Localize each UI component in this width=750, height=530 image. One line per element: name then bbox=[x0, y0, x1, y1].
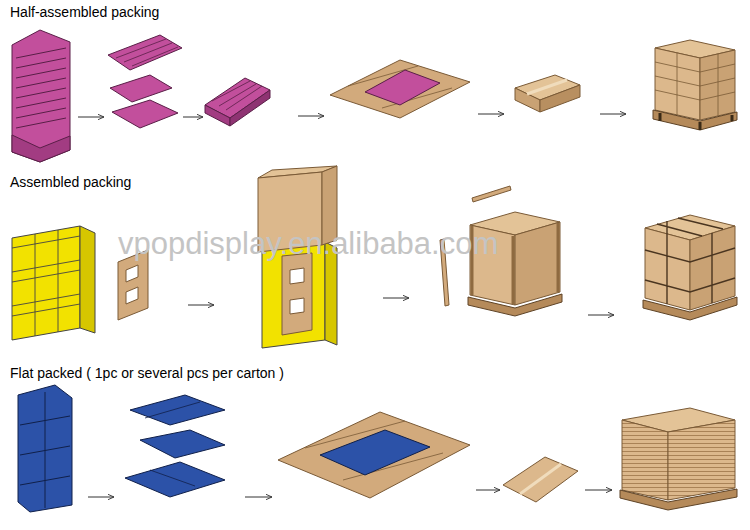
row-heading: Assembled packing bbox=[10, 174, 131, 190]
step-arrow bbox=[476, 490, 500, 491]
blue-display bbox=[18, 385, 72, 512]
step-arrow bbox=[600, 114, 626, 115]
cardboard-fold-lines bbox=[348, 66, 452, 108]
flat-carton bbox=[503, 457, 578, 502]
cardboard-insert bbox=[282, 253, 312, 335]
pallet-base bbox=[468, 294, 562, 316]
cardboard-sheet bbox=[278, 412, 470, 498]
insert-window bbox=[126, 287, 138, 304]
carton-side bbox=[540, 85, 580, 112]
yellow-display-cells bbox=[12, 230, 80, 336]
pallet-base bbox=[643, 297, 737, 320]
carton-stack-side bbox=[668, 420, 735, 500]
cardboard-sheet bbox=[330, 60, 470, 118]
insert-window bbox=[290, 268, 304, 284]
step-arrow bbox=[78, 117, 104, 118]
blue-part-lines bbox=[145, 402, 200, 486]
magenta-shelves bbox=[16, 48, 66, 128]
magenta-tray-lines bbox=[212, 81, 262, 110]
row-heading: Half-assembled packing bbox=[10, 4, 159, 20]
step-arrow bbox=[298, 116, 324, 117]
magenta-part bbox=[108, 35, 182, 70]
blue-part bbox=[125, 462, 225, 497]
yellow-display-side bbox=[80, 226, 95, 333]
blue-part bbox=[130, 395, 225, 425]
carton-stack-front bbox=[622, 420, 668, 500]
insert-window bbox=[126, 265, 138, 282]
magenta-part-lines bbox=[116, 39, 178, 66]
step-arrow bbox=[88, 497, 114, 498]
magenta-part bbox=[112, 100, 178, 128]
pallet-base bbox=[653, 110, 737, 130]
magenta-display-base bbox=[12, 135, 70, 162]
magenta-part bbox=[110, 75, 172, 102]
magenta-stacked-trays bbox=[205, 105, 230, 126]
step-arrow bbox=[183, 117, 203, 118]
magenta-stacked-trays bbox=[230, 90, 270, 126]
watermark: vpopdisplay.en.alibaba.com bbox=[118, 226, 498, 262]
step-arrow bbox=[188, 305, 214, 306]
magenta-display bbox=[12, 30, 70, 162]
pallet-feet bbox=[660, 113, 732, 130]
magenta-trays-on-sheet bbox=[365, 70, 440, 105]
step-arrow bbox=[478, 114, 504, 115]
step-arrow bbox=[588, 315, 614, 316]
crate-straps bbox=[645, 218, 735, 304]
pallet-stack-layers bbox=[655, 53, 735, 116]
insert-window bbox=[290, 298, 304, 314]
corner-guard bbox=[472, 186, 511, 202]
blue-part bbox=[140, 430, 225, 458]
step-arrow bbox=[585, 490, 612, 491]
cardboard-fold-lines bbox=[305, 421, 443, 480]
yellow-display-front bbox=[12, 226, 80, 340]
carton-tape bbox=[520, 464, 561, 494]
carton-tape bbox=[527, 80, 567, 94]
step-arrow bbox=[245, 497, 272, 498]
pallet-stack-front bbox=[655, 48, 700, 120]
row-heading: Flat packed ( 1pc or several pcs per car… bbox=[10, 365, 284, 381]
step-arrow bbox=[383, 298, 409, 299]
pallet-base bbox=[620, 489, 737, 510]
carton-side bbox=[515, 222, 560, 305]
blue-display-cells bbox=[20, 392, 70, 508]
blue-parts-on-sheet bbox=[320, 430, 430, 475]
